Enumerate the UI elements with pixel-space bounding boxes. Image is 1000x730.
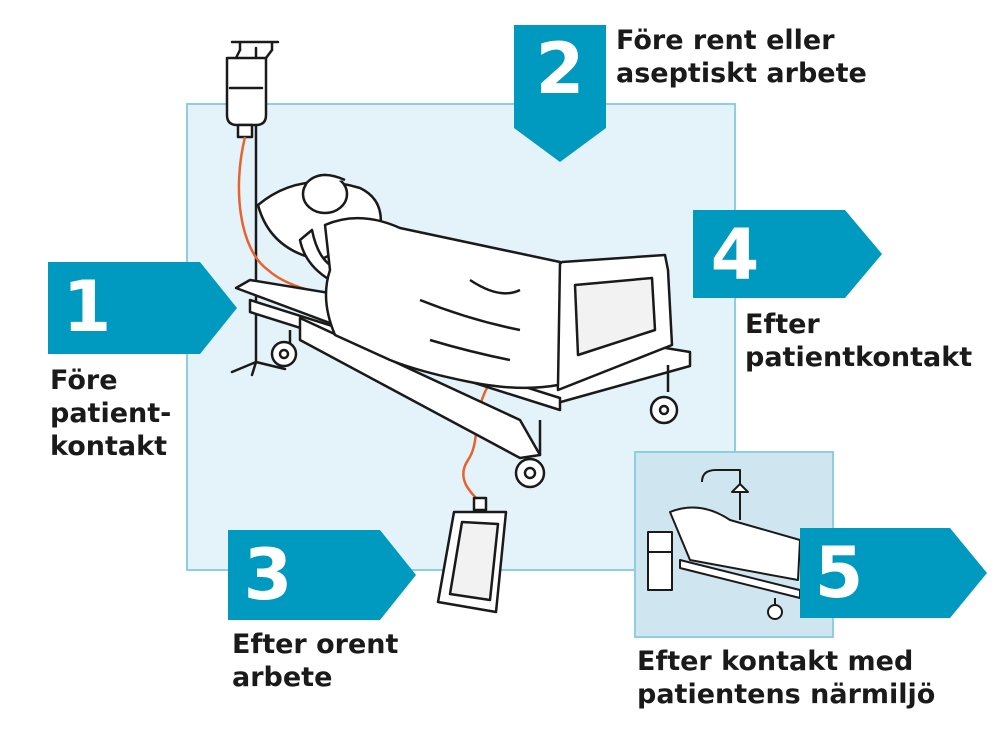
moment-5-number: 5 — [814, 532, 864, 614]
moment-1-caption-line: kontakt — [50, 431, 167, 462]
moment-4-caption-line: patientkontakt — [745, 342, 973, 373]
moment-2-badge — [514, 25, 606, 162]
drain-bag-icon — [436, 496, 508, 614]
moment-3-caption: Efter orent arbete — [232, 628, 398, 694]
moment-4-caption-line: Efter — [745, 309, 820, 340]
moment-4-caption: Efter patientkontakt — [745, 308, 972, 374]
moment-1-caption-line: Före — [50, 365, 118, 396]
hospital-bed-icon — [234, 173, 692, 489]
moment-4-number: 4 — [710, 214, 760, 296]
moment-1-number: 1 — [62, 266, 112, 348]
moment-2-caption: Före rent eller aseptiskt arbete — [616, 24, 867, 90]
moment-5-caption-line: Efter kontakt med — [637, 646, 914, 677]
moment-5-caption: Efter kontakt med patientens närmiljö — [637, 645, 935, 711]
moment-1-badge — [48, 262, 237, 354]
moment-1-caption-line: patient- — [50, 398, 172, 429]
moment-1-caption: Före patient- kontakt — [50, 364, 171, 463]
moment-5-badge — [800, 528, 987, 618]
moment-3-caption-line: Efter orent — [232, 629, 399, 660]
moment-2-caption-line: Före rent eller — [616, 25, 835, 56]
moment-4-badge — [693, 210, 882, 298]
moment-5-caption-line: patientens närmiljö — [637, 679, 936, 710]
moment-2-number: 2 — [535, 28, 585, 110]
moment-3-number: 3 — [243, 534, 293, 616]
moment-2-caption-line: aseptiskt arbete — [616, 58, 867, 89]
moment-3-caption-line: arbete — [232, 662, 333, 693]
moment-3-badge — [228, 530, 416, 620]
